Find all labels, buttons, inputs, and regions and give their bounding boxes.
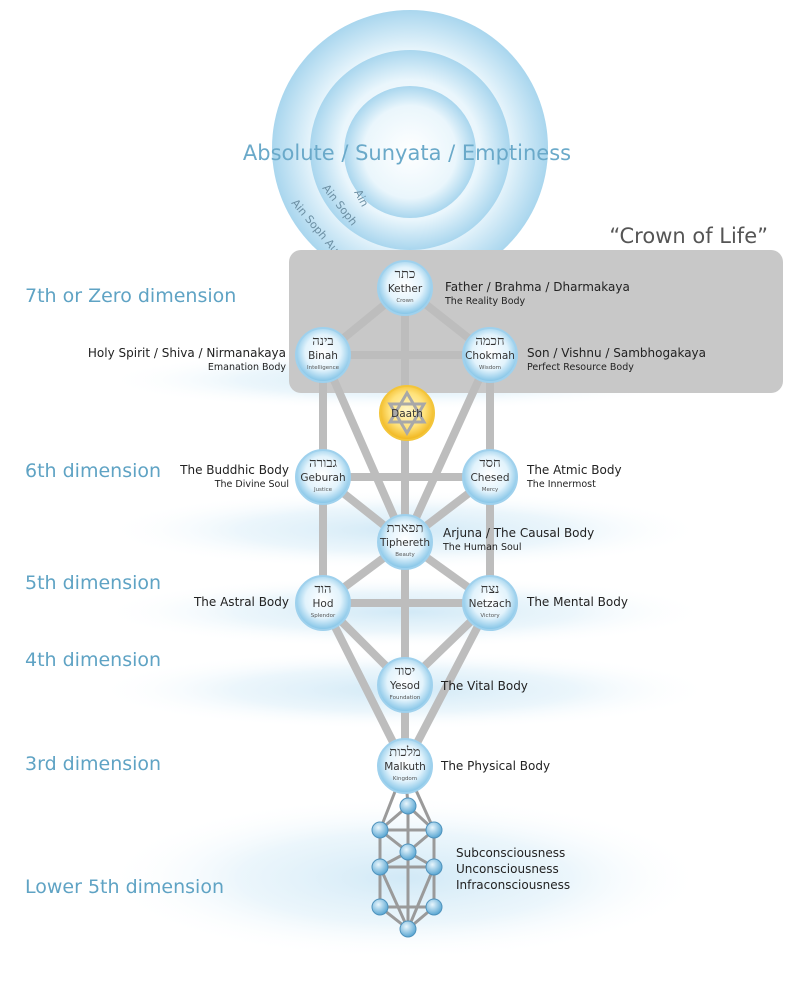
chesed-body-sublabel: The Innermost — [526, 479, 596, 490]
crown-of-life-label: “Crown of Life” — [609, 224, 768, 248]
lower-state-infraconsciousness: Infraconsciousness — [456, 878, 570, 892]
chesed-body-label: The Atmic Body — [526, 463, 622, 477]
yesod-body-label: The Vital Body — [440, 679, 528, 693]
geburah-meaning: Justice — [313, 487, 333, 493]
hod-name: Hod — [313, 598, 334, 610]
tiphereth-meaning: Beauty — [395, 552, 415, 558]
tiphereth-hebrew: תפארת — [387, 521, 424, 536]
chokmah-name: Chokmah — [465, 350, 515, 362]
ain-halo — [272, 10, 548, 286]
chesed-name: Chesed — [470, 472, 509, 484]
binah-body-sublabel: Emanation Body — [208, 362, 286, 373]
absolute-title: Absolute / Sunyata / Emptiness — [243, 141, 571, 165]
sephirah-chokmah: חכמה Chokmah Wisdom — [462, 327, 518, 383]
netzach-body-label: The Mental Body — [526, 595, 628, 609]
chokmah-hebrew: חכמה — [475, 334, 504, 349]
sephirah-geburah: גבורה Geburah Justice — [295, 449, 351, 505]
dimension-label-5th: 5th dimension — [25, 572, 161, 594]
geburah-body-sublabel: The Divine Soul — [214, 479, 289, 490]
geburah-body-label: The Buddhic Body — [179, 463, 289, 477]
netzach-name: Netzach — [469, 598, 512, 610]
sephirah-kether: כתר Kether Crown — [377, 260, 433, 316]
dimension-label-6th: 6th dimension — [25, 460, 161, 482]
geburah-hebrew: גבורה — [309, 456, 337, 471]
tiphereth-name: Tiphereth — [379, 537, 430, 549]
yesod-name: Yesod — [389, 680, 420, 692]
dimension-label-7th: 7th or Zero dimension — [25, 285, 236, 307]
sephirah-yesod: יסוד Yesod Foundation — [377, 657, 433, 713]
hod-hebrew: הוד — [314, 582, 331, 597]
sephirah-netzach: נצח Netzach Victory — [462, 575, 518, 631]
hod-body-label: The Astral Body — [193, 595, 289, 609]
hod-meaning: Splendor — [311, 613, 336, 619]
binah-body-label: Holy Spirit / Shiva / Nirmanakaya — [88, 346, 286, 360]
sephirah-hod: הוד Hod Splendor — [295, 575, 351, 631]
malkuth-hebrew: מלכות — [389, 745, 421, 760]
netzach-hebrew: נצח — [481, 582, 500, 597]
sephirah-malkuth: מלכות Malkuth Kingdom — [377, 738, 433, 794]
sephirah-binah: בינה Binah Intelligence — [295, 327, 351, 383]
kether-body-sublabel: The Reality Body — [444, 296, 526, 307]
chesed-meaning: Mercy — [482, 487, 499, 493]
daath-name: Daath — [391, 408, 423, 420]
malkuth-meaning: Kingdom — [393, 776, 417, 782]
lower-tree — [371, 765, 443, 938]
kether-hebrew: כתר — [395, 267, 416, 282]
kether-body-label: Father / Brahma / Dharmakaya — [445, 280, 630, 294]
dimension-label-4th: 4th dimension — [25, 649, 161, 671]
kether-meaning: Crown — [396, 298, 414, 304]
chokmah-body-sublabel: Perfect Resource Body — [527, 362, 634, 373]
yesod-hebrew: יסוד — [395, 664, 415, 679]
malkuth-body-label: The Physical Body — [440, 759, 550, 773]
binah-meaning: Intelligence — [307, 365, 340, 371]
malkuth-name: Malkuth — [384, 761, 426, 773]
chokmah-body-label: Son / Vishnu / Sambhogakaya — [527, 346, 706, 360]
lower-state-unconsciousness: Unconsciousness — [456, 862, 559, 876]
sephirah-tiphereth: תפארת Tiphereth Beauty — [377, 514, 433, 570]
chesed-hebrew: חסד — [479, 456, 500, 471]
geburah-name: Geburah — [300, 472, 345, 484]
tiphereth-body-label: Arjuna / The Causal Body — [443, 526, 594, 540]
yesod-meaning: Foundation — [390, 695, 421, 701]
dimension-label-3rd: 3rd dimension — [25, 753, 161, 775]
star-of-david-icon — [387, 390, 427, 424]
netzach-meaning: Victory — [480, 613, 500, 619]
binah-name: Binah — [308, 350, 338, 362]
sephirah-daath: Daath — [379, 385, 435, 441]
binah-hebrew: בינה — [312, 334, 333, 349]
kether-name: Kether — [388, 283, 423, 295]
lower-state-subconsciousness: Subconsciousness — [456, 846, 565, 860]
tiphereth-body-sublabel: The Human Soul — [442, 542, 521, 553]
dimension-label-lower-5th: Lower 5th dimension — [25, 876, 224, 898]
sephirah-chesed: חסד Chesed Mercy — [462, 449, 518, 505]
chokmah-meaning: Wisdom — [479, 365, 501, 371]
